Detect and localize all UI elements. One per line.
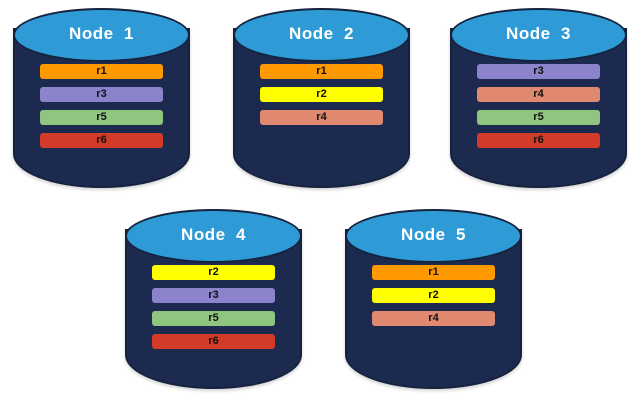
replica-bar-r5[interactable]: r5: [40, 110, 163, 125]
cylinder-top-1: [13, 8, 190, 62]
database-node-cylinder-2[interactable]: r1 r2 r4 Node 2: [233, 8, 410, 188]
database-node-cylinder-4[interactable]: r2 r3 r5 r6 Node 4: [125, 209, 302, 389]
cylinder-top-5: [345, 209, 522, 263]
node-title-label: Node 4: [181, 225, 246, 244]
replica-bar-r6[interactable]: r6: [40, 133, 163, 148]
node-title-label: Node 1: [69, 24, 134, 43]
replica-bar-r4[interactable]: r4: [372, 311, 495, 326]
replica-bar-r4[interactable]: r4: [260, 110, 383, 125]
node-title-label: Node 3: [506, 24, 571, 43]
replica-bar-r4[interactable]: r4: [477, 87, 600, 102]
replica-bar-r6[interactable]: r6: [477, 133, 600, 148]
replica-bar-r5[interactable]: r5: [152, 311, 275, 326]
node-title-label: Node 2: [289, 24, 354, 43]
node-title-label: Node 5: [401, 225, 466, 244]
replica-bar-r2[interactable]: r2: [260, 87, 383, 102]
replica-bar-r2[interactable]: r2: [372, 288, 495, 303]
cylinder-top-3: [450, 8, 627, 62]
cylinder-top-2: [233, 8, 410, 62]
database-node-cylinder-3[interactable]: r3 r4 r5 r6 Node 3: [450, 8, 627, 188]
replica-bar-r1[interactable]: r1: [260, 64, 383, 79]
replica-list-2: r1 r2 r4: [260, 64, 383, 125]
replica-bar-r6[interactable]: r6: [152, 334, 275, 349]
replica-bar-r1[interactable]: r1: [372, 265, 495, 280]
replica-bar-r3[interactable]: r3: [477, 64, 600, 79]
replica-list-5: r1 r2 r4: [372, 265, 495, 326]
replica-bar-r3[interactable]: r3: [152, 288, 275, 303]
replica-list-1: r1 r3 r5 r6: [40, 64, 163, 148]
replica-bar-r2[interactable]: r2: [152, 265, 275, 280]
replica-bar-r1[interactable]: r1: [40, 64, 163, 79]
cylinder-top-4: [125, 209, 302, 263]
replica-list-3: r3 r4 r5 r6: [477, 64, 600, 148]
database-node-cylinder-5[interactable]: r1 r2 r4 Node 5: [345, 209, 522, 389]
database-node-cylinder-1[interactable]: r1 r3 r5 r6 Node 1: [13, 8, 190, 188]
replica-bar-r3[interactable]: r3: [40, 87, 163, 102]
replica-list-4: r2 r3 r5 r6: [152, 265, 275, 349]
replica-bar-r5[interactable]: r5: [477, 110, 600, 125]
